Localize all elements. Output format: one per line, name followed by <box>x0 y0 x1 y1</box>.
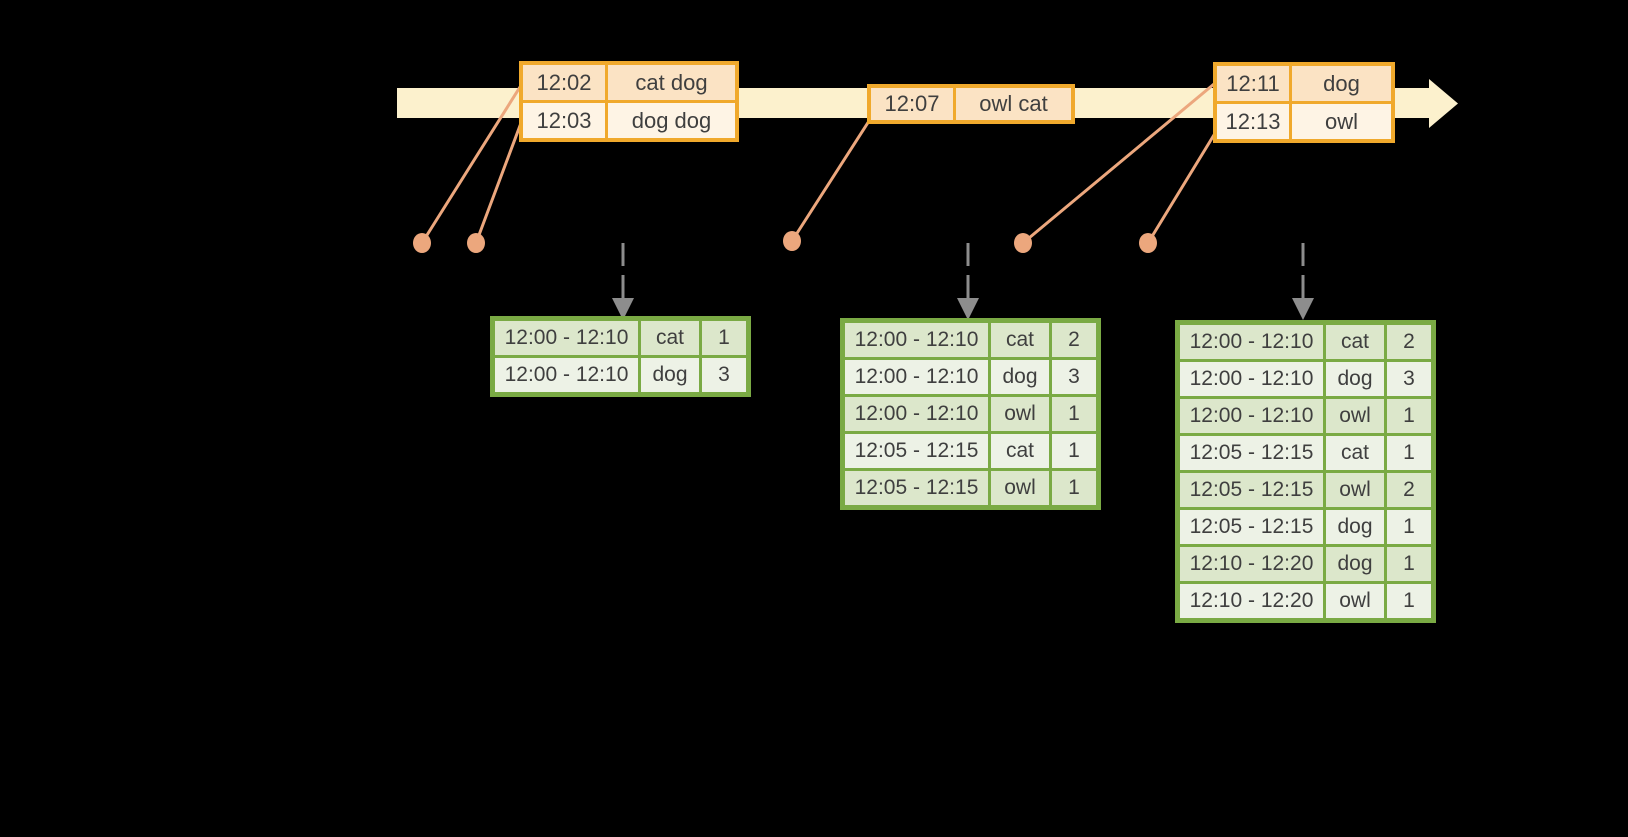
window-cell: 12:10 - 12:20 <box>1180 547 1323 581</box>
window-cell: 12:00 - 12:10 <box>1180 399 1323 433</box>
window-cell: 12:00 - 12:10 <box>845 397 988 431</box>
window-cell: 12:00 - 12:10 <box>1180 325 1323 359</box>
window-cell: 12:00 - 12:10 <box>495 321 638 355</box>
word-cell: dog <box>1326 547 1384 581</box>
word-cell: dog <box>1326 510 1384 544</box>
event-time-cell: 12:11 <box>1217 66 1289 101</box>
window-cell: 12:00 - 12:10 <box>845 360 988 394</box>
event-dot-icon <box>467 233 485 253</box>
event-connector-line <box>1146 128 1219 245</box>
word-cell: owl <box>1326 584 1384 618</box>
word-cell: dog <box>1326 362 1384 396</box>
event-words-cell: cat dog <box>608 65 735 100</box>
event-connector-line <box>1021 82 1216 245</box>
count-cell: 2 <box>1052 323 1096 357</box>
count-cell: 3 <box>702 358 746 392</box>
count-cell: 1 <box>1052 397 1096 431</box>
event-words-cell: owl <box>1292 104 1391 139</box>
word-cell: cat <box>991 434 1049 468</box>
word-cell: cat <box>991 323 1049 357</box>
count-cell: 1 <box>1052 434 1096 468</box>
event-dot-icon <box>1139 233 1157 253</box>
trigger-arrowhead-icon <box>957 298 979 320</box>
event-words-cell: dog dog <box>608 103 735 138</box>
event-dot-icon <box>413 233 431 253</box>
count-cell: 1 <box>1387 547 1431 581</box>
word-cell: cat <box>1326 325 1384 359</box>
window-cell: 12:00 - 12:10 <box>495 358 638 392</box>
trigger-arrowhead-icon <box>612 298 634 320</box>
word-cell: owl <box>1326 473 1384 507</box>
count-cell: 1 <box>1052 471 1096 505</box>
count-cell: 2 <box>1387 473 1431 507</box>
window-cell: 12:05 - 12:15 <box>1180 510 1323 544</box>
word-cell: owl <box>991 471 1049 505</box>
timeline-arrowhead-icon <box>1429 79 1458 128</box>
count-cell: 3 <box>1387 362 1431 396</box>
count-cell: 1 <box>1387 436 1431 470</box>
window-cell: 12:00 - 12:10 <box>845 323 988 357</box>
window-cell: 12:05 - 12:15 <box>845 471 988 505</box>
count-cell: 1 <box>1387 584 1431 618</box>
window-cell: 12:10 - 12:20 <box>1180 584 1323 618</box>
event-connector-line <box>790 119 871 243</box>
word-cell: dog <box>991 360 1049 394</box>
event-words-cell: owl cat <box>956 88 1071 120</box>
word-cell: owl <box>1326 399 1384 433</box>
trigger-arrowhead-icon <box>1292 298 1314 320</box>
window-cell: 12:00 - 12:10 <box>1180 362 1323 396</box>
word-cell: cat <box>641 321 699 355</box>
event-connector-line <box>474 121 523 245</box>
event-dot-icon <box>783 231 801 251</box>
word-cell: dog <box>641 358 699 392</box>
word-cell: cat <box>1326 436 1384 470</box>
window-cell: 12:05 - 12:15 <box>1180 473 1323 507</box>
event-time-cell: 12:02 <box>523 65 605 100</box>
count-cell: 1 <box>1387 399 1431 433</box>
window-cell: 12:05 - 12:15 <box>845 434 988 468</box>
window-cell: 12:05 - 12:15 <box>1180 436 1323 470</box>
event-connector-line <box>420 85 522 245</box>
event-time-cell: 12:07 <box>871 88 953 120</box>
count-cell: 1 <box>1387 510 1431 544</box>
event-time-cell: 12:13 <box>1217 104 1289 139</box>
count-cell: 3 <box>1052 360 1096 394</box>
count-cell: 2 <box>1387 325 1431 359</box>
count-cell: 1 <box>702 321 746 355</box>
word-cell: owl <box>991 397 1049 431</box>
event-words-cell: dog <box>1292 66 1391 101</box>
event-time-cell: 12:03 <box>523 103 605 138</box>
event-dot-icon <box>1014 233 1032 253</box>
